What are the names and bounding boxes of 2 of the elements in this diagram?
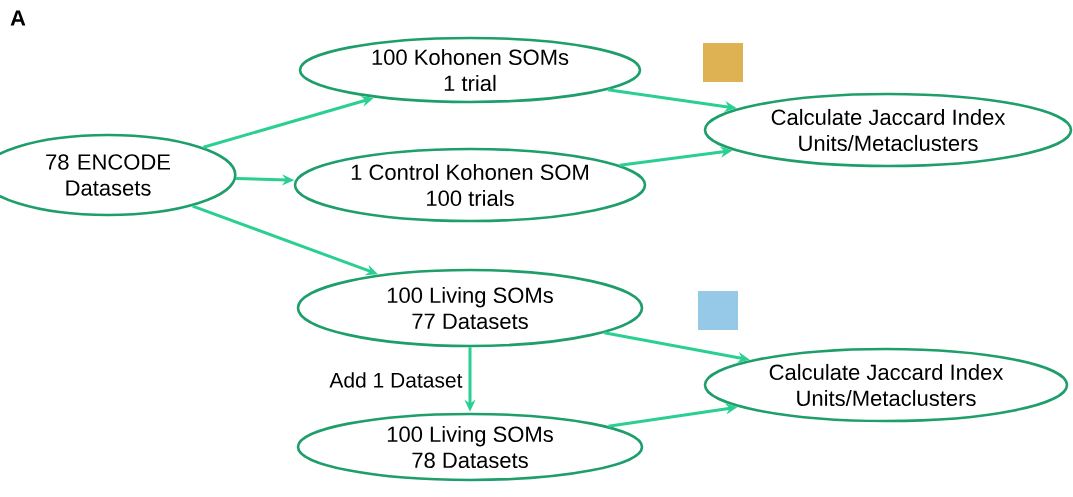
panel-letter: A (10, 10, 26, 26)
edge-label: Add 1 Dataset (329, 372, 463, 388)
